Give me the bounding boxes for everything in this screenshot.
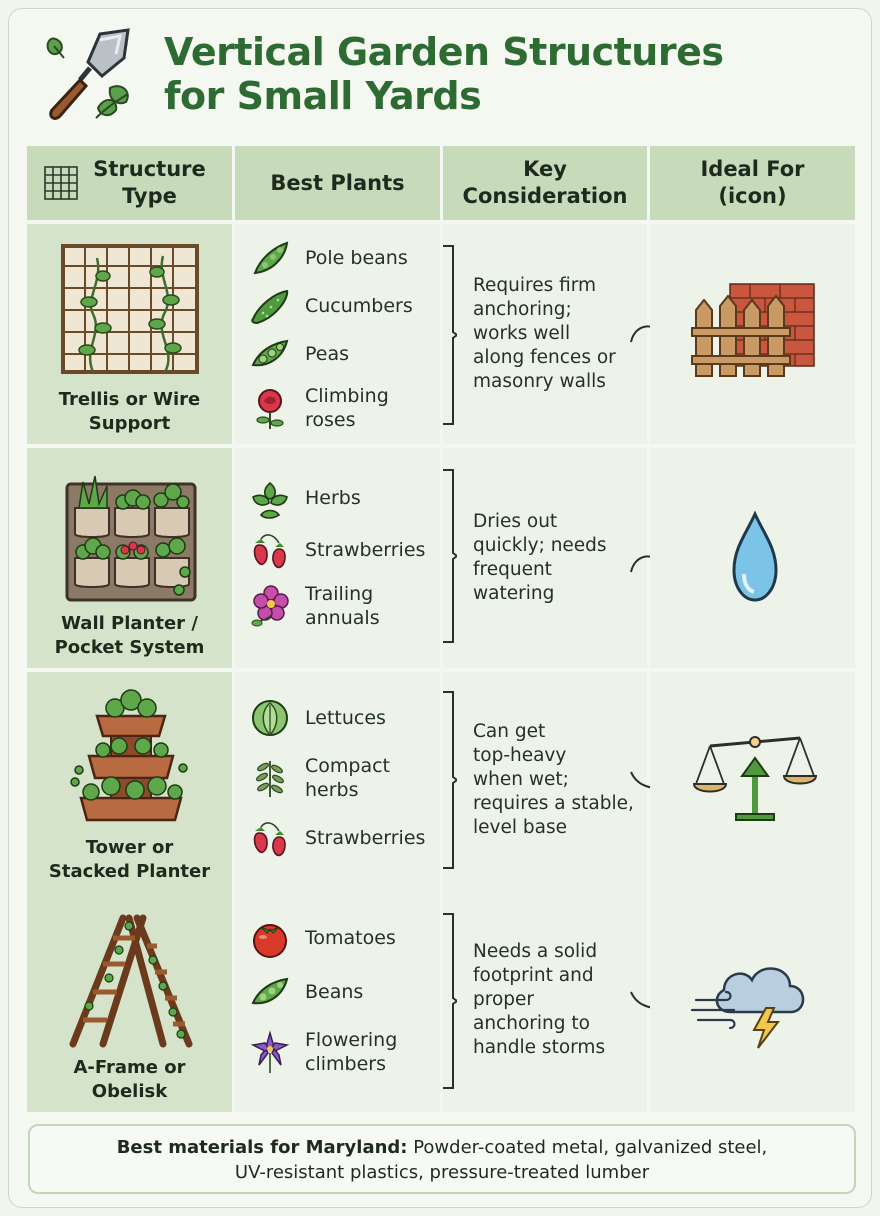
list-item: Compact herbs	[247, 752, 437, 804]
bean-pod-icon	[253, 241, 289, 275]
ideal-cell	[650, 672, 855, 892]
ideal-cell	[650, 892, 855, 1112]
list-item: Strawberries	[247, 530, 437, 570]
bracket-icon	[443, 691, 457, 869]
title-line-1: Vertical Garden Structures	[164, 30, 724, 74]
tower-planter-icon	[70, 689, 188, 822]
structure-name: Trellis or Wire Support	[58, 389, 201, 434]
herb-sprig-icon	[256, 761, 284, 797]
list-item: Peas	[247, 334, 437, 374]
plants-cell: Lettuces Compact herbs	[235, 672, 440, 892]
cucumber-icon	[251, 289, 289, 325]
table-row: Tower or Stacked Planter Lettuces	[27, 672, 855, 892]
flower-icon	[251, 585, 289, 627]
page-title: Vertical Garden Structures for Small Yar…	[164, 30, 724, 118]
list-item: Strawberries	[247, 818, 437, 858]
a-frame-icon	[69, 914, 193, 1048]
materials-line-2: UV-resistant plastics, pressure-treated …	[234, 1162, 650, 1183]
bracket-icon	[443, 913, 457, 1089]
structure-cell: Wall Planter / Pocket System	[27, 448, 232, 668]
structure-name: Wall Planter / Pocket System	[54, 613, 205, 658]
list-item: Pole beans	[247, 238, 437, 278]
table-row: Trellis or Wire Support Pole beans Cucum…	[27, 224, 855, 444]
lettuce-icon	[252, 700, 288, 737]
consideration-cell: Needs a solid footprint and proper ancho…	[443, 892, 647, 1112]
bean-pod-icon	[251, 977, 289, 1005]
balance-scale-icon	[692, 736, 818, 821]
list-item: Tomatoes	[247, 918, 437, 958]
list-item: Beans	[247, 972, 437, 1012]
header-structure-type: Structure Type	[27, 146, 232, 220]
water-drop-icon	[732, 510, 778, 602]
structure-name: A-Frame or Obelisk	[73, 1057, 186, 1102]
header-key-consideration: Key Consideration	[443, 146, 647, 220]
materials-line-1: Best materials for Maryland: Powder-coat…	[116, 1137, 768, 1158]
plants-cell: Tomatoes Beans	[235, 892, 440, 1112]
list-item: Trailing annuals	[247, 580, 437, 632]
pea-pod-icon	[251, 339, 289, 367]
herb-leaf-icon	[252, 481, 288, 519]
trellis-icon	[61, 244, 199, 374]
list-item: Climbing roses	[247, 382, 437, 434]
flower-icon	[250, 1030, 290, 1073]
ideal-cell	[650, 448, 855, 668]
bracket-icon	[443, 245, 457, 425]
plants-cell: Herbs Strawberries	[235, 448, 440, 668]
header-best-plants: Best Plants	[235, 146, 440, 220]
consideration-text: Needs a solid footprint and proper ancho…	[473, 941, 606, 1058]
header-ideal-for: Ideal For (icon)	[650, 146, 855, 220]
consideration-cell: Can get top-heavy when wet; requires a s…	[443, 672, 647, 892]
table-row: Wall Planter / Pocket System Herbs	[27, 448, 855, 668]
bracket-icon	[443, 469, 457, 643]
list-item: Cucumbers	[247, 286, 437, 326]
strawberry-icon	[253, 534, 286, 569]
table-row: A-Frame or Obelisk Tomatoes Beans	[27, 892, 855, 1112]
storm-cloud-icon	[690, 967, 805, 1049]
consideration-text: Dries out quickly; needs frequent wateri…	[473, 511, 607, 604]
grid-icon	[44, 166, 78, 200]
title-line-2: for Small Yards	[164, 74, 482, 118]
structure-name: Tower or Stacked Planter	[48, 837, 211, 882]
rose-icon	[256, 389, 284, 429]
consideration-text: Requires firm anchoring; works well alon…	[473, 275, 616, 392]
wall-planter-icon	[65, 475, 197, 602]
list-item: Herbs	[247, 478, 437, 519]
fence-wall-icon	[691, 283, 815, 377]
list-item: Flowering climbers	[247, 1026, 437, 1078]
ideal-cell	[650, 224, 855, 444]
header: Vertical Garden Structures for Small Yar…	[40, 24, 840, 134]
materials-note: Best materials for Maryland: Powder-coat…	[28, 1124, 856, 1194]
consideration-cell: Requires firm anchoring; works well alon…	[443, 224, 647, 444]
list-item: Lettuces	[247, 698, 437, 738]
consideration-cell: Dries out quickly; needs frequent wateri…	[443, 448, 647, 668]
structure-cell: Tower or Stacked Planter	[27, 672, 232, 892]
structure-cell: Trellis or Wire Support	[27, 224, 232, 444]
consideration-text: Can get top-heavy when wet; requires a s…	[473, 721, 634, 838]
structure-cell: A-Frame or Obelisk	[27, 892, 232, 1112]
trowel-icon	[46, 28, 130, 120]
strawberry-icon	[253, 822, 286, 857]
plants-cell: Pole beans Cucumbers Peas	[235, 224, 440, 444]
tomato-icon	[253, 924, 287, 958]
